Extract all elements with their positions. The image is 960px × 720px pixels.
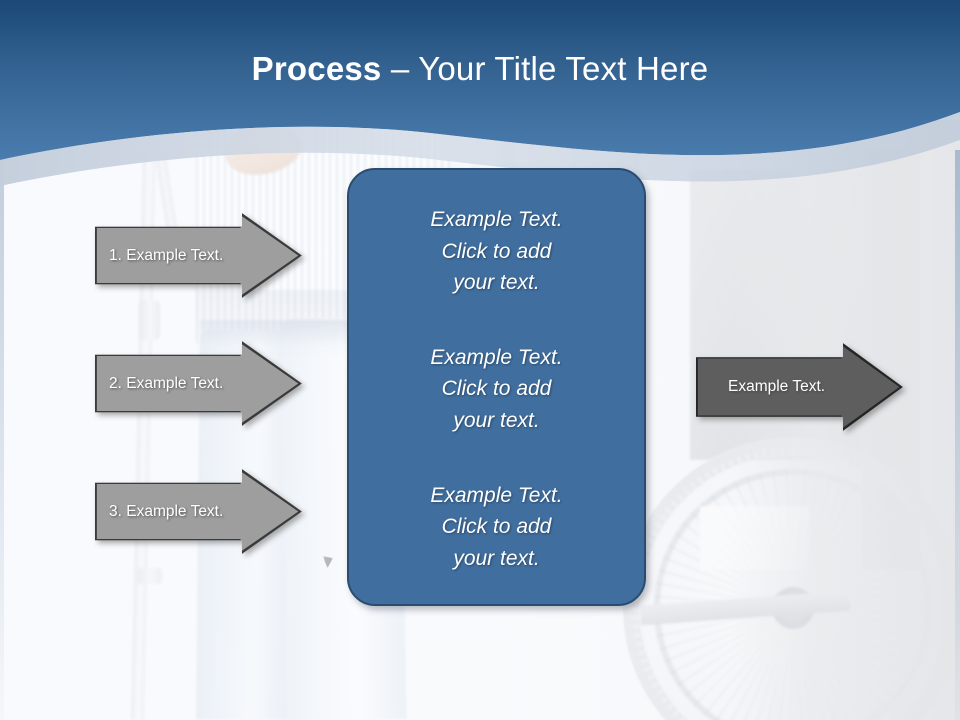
panel-block-1-line-2: Click to add bbox=[441, 239, 552, 263]
output-arrow-label: Example Text. bbox=[728, 378, 826, 395]
page-title: Process – Your Title Text Here bbox=[0, 50, 960, 88]
input-arrow-3-label: 3. Example Text. bbox=[109, 502, 224, 520]
panel-block-3-line-3: your text. bbox=[453, 546, 540, 570]
page-title-separator: – bbox=[381, 50, 419, 87]
input-arrow-2[interactable]: 2. Example Text. bbox=[95, 341, 302, 426]
panel-text-block-2: Example Text. Click to add your text. bbox=[371, 342, 622, 437]
panel-block-2-line-3: your text. bbox=[453, 408, 540, 432]
slide-right-edge bbox=[955, 150, 960, 720]
panel-block-3-line-1: Example Text. bbox=[430, 483, 563, 507]
slide-left-edge bbox=[0, 140, 4, 720]
input-arrow-3[interactable]: 3. Example Text. bbox=[95, 469, 302, 554]
panel-block-2-line-2: Click to add bbox=[441, 377, 552, 401]
panel-block-3-line-2: Click to add bbox=[441, 515, 552, 538]
panel-text-block-1: Example Text. Click to add your text. bbox=[371, 204, 622, 299]
panel-block-2-line-1: Example Text. bbox=[430, 345, 563, 369]
panel-text-block-3: Example Text. Click to add your text. bbox=[371, 480, 622, 575]
input-arrow-1[interactable]: 1. Example Text. bbox=[95, 213, 302, 298]
panel-block-1-line-3: your text. bbox=[453, 271, 540, 294]
page-title-rest: Your Title Text Here bbox=[418, 50, 709, 87]
center-process-panel[interactable]: Example Text. Click to add your text. Ex… bbox=[347, 168, 646, 606]
input-arrow-2-label: 2. Example Text. bbox=[109, 374, 224, 392]
input-arrow-1-label: 1. Example Text. bbox=[109, 246, 224, 264]
panel-block-1-line-1: Example Text. bbox=[430, 208, 563, 231]
output-arrow[interactable]: Example Text. bbox=[696, 343, 903, 431]
page-title-bold: Process bbox=[251, 50, 382, 87]
